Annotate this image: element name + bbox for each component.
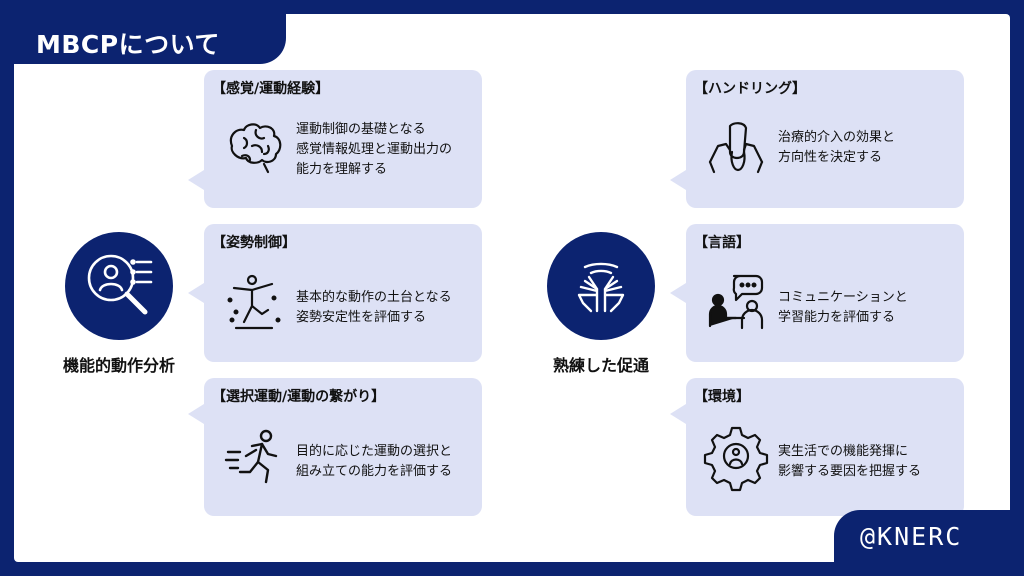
card-description: 治療的介入の効果と 方向性を決定する: [778, 128, 956, 168]
gear-person-icon: [703, 424, 769, 492]
card-line: 能力を理解する: [296, 162, 388, 177]
card-line: 方向性を決定する: [778, 150, 883, 165]
card-description: 目的に応じた運動の選択と 組み立ての能力を評価する: [296, 442, 474, 482]
card-title: 【言語】: [694, 235, 750, 251]
card-language: 【言語】 コミュニケーションと 学習能力を評価する: [670, 224, 964, 362]
card-line: 治療的介入の効果と: [778, 130, 896, 145]
card-line: 実生活での機能発揮に: [778, 444, 909, 459]
running-figure-icon: [222, 424, 286, 488]
card-handling: 【ハンドリング】 治療的介入の効果と 方向性を決定する: [670, 70, 964, 208]
handling-icon: [704, 116, 768, 180]
left-hub: 機能的動作分析: [44, 232, 194, 376]
card-title: 【感覚/運動経験】: [212, 81, 330, 97]
conversation-icon: [704, 270, 768, 334]
card-line: コミュニケーションと: [778, 290, 908, 305]
card-line: 運動制御の基礎となる: [296, 122, 426, 137]
card-selective-movement: 【選択運動/運動の繋がり】 目的に応じた運動の選択と 組み立ての能力を評価する: [188, 378, 482, 516]
card-title: 【環境】: [694, 389, 750, 405]
card-environment: 【環境】 実生活での機能発揮に 影響する要因を把握する: [670, 378, 964, 516]
card-line: 組み立ての能力を評価する: [296, 464, 453, 479]
card-line: 学習能力を評価する: [778, 310, 896, 325]
credit-badge: @KNERC: [834, 510, 1010, 562]
card-line: 基本的な動作の土台となる: [296, 290, 452, 305]
hands-icon: [547, 232, 655, 340]
person-magnifier-icon: [65, 232, 173, 340]
card-title: 【選択運動/運動の繋がり】: [212, 389, 386, 405]
card-title: 【ハンドリング】: [694, 81, 806, 97]
card-line: 感覚情報処理と運動出力の: [296, 142, 453, 157]
card-description: 実生活での機能発揮に 影響する要因を把握する: [778, 442, 956, 482]
card-postural-control: 【姿勢制御】 基本的な動作の土台となる 姿勢安定性を評価する: [188, 224, 482, 362]
page-title: MBCPについて: [14, 14, 286, 64]
right-hub: 熟練した促通: [526, 232, 676, 376]
left-hub-label: 機能的動作分析: [62, 356, 175, 375]
card-line: 姿勢安定性を評価する: [296, 310, 427, 325]
card-line: 目的に応じた運動の選択と: [296, 444, 453, 459]
card-sensory-motor: 【感覚/運動経験】 運動制御の基礎となる 感覚情報処理と運動出力の 能力を理解す…: [188, 70, 482, 208]
card-line: 影響する要因を把握する: [778, 464, 922, 479]
right-hub-label: 熟練した促通: [552, 356, 649, 375]
balance-figure-icon: [222, 270, 286, 334]
card-description: 運動制御の基礎となる 感覚情報処理と運動出力の 能力を理解する: [296, 120, 474, 180]
card-title: 【姿勢制御】: [212, 235, 296, 251]
brain-icon: [222, 116, 286, 180]
card-description: コミュニケーションと 学習能力を評価する: [778, 288, 956, 328]
slide-frame: MBCPについて 機能的動作分析: [14, 14, 1010, 562]
card-description: 基本的な動作の土台となる 姿勢安定性を評価する: [296, 288, 474, 328]
